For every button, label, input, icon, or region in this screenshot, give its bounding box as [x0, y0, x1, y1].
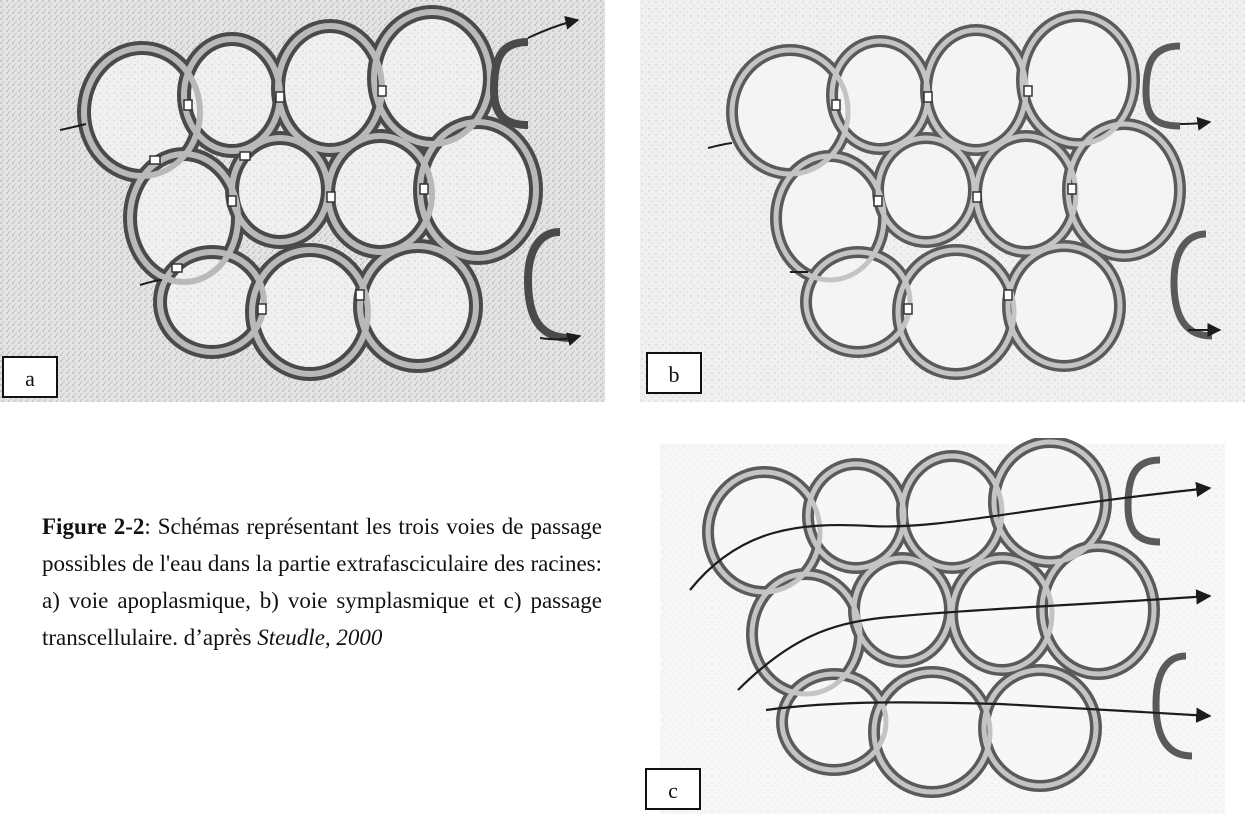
figure-number: Figure 2-2 [42, 514, 144, 539]
panel-label-a: a [2, 356, 58, 398]
panel-c-transcellular-diagram: c [640, 438, 1245, 822]
panel-b-symplastic-diagram: b [640, 0, 1245, 402]
figure-caption: Figure 2-2: Schémas représentant les tro… [42, 508, 602, 656]
panel-label-c: c [645, 768, 701, 810]
panel-a-apoplastic-diagram: a [0, 0, 605, 402]
panel-label-b: b [646, 352, 702, 394]
caption-citation: Steudle, 2000 [257, 625, 382, 650]
